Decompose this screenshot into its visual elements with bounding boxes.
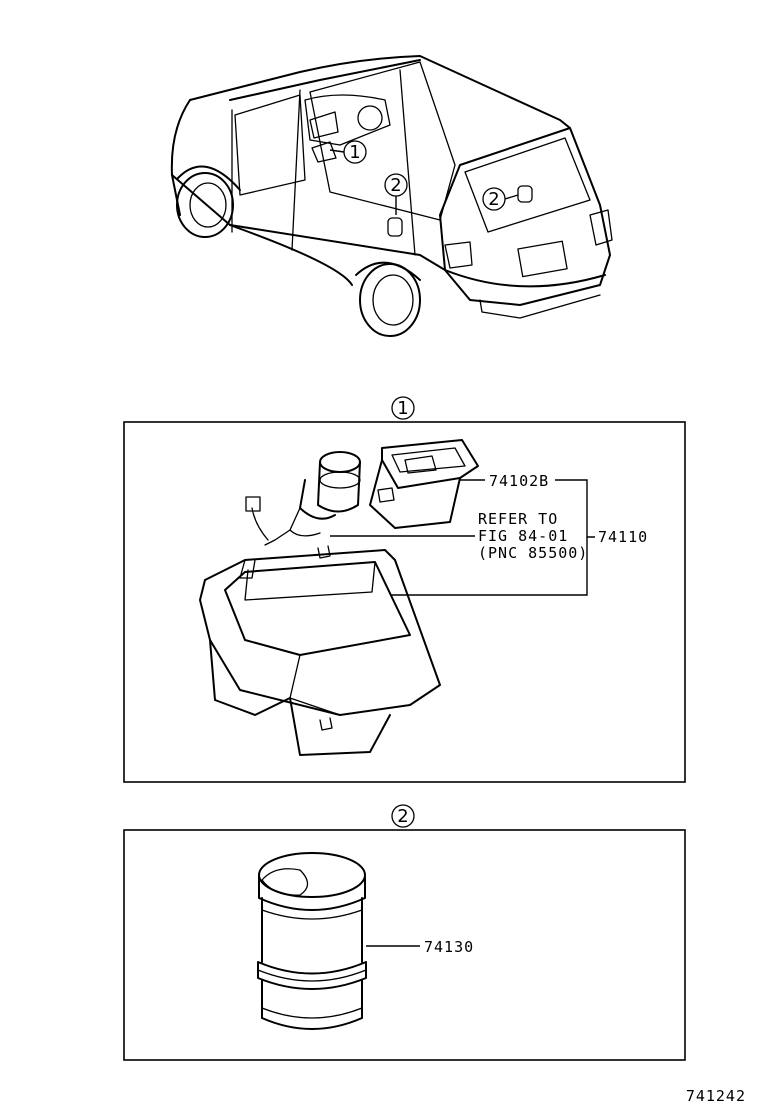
cigarette-lighter-illustration: [245, 451, 361, 546]
refer-fig-label: FIG 84-01: [478, 527, 568, 545]
vehicle-illustration: [170, 55, 613, 337]
figure-number: 741242: [686, 1087, 746, 1105]
part-number-74110: 74110: [598, 528, 648, 546]
svg-text:2: 2: [488, 189, 499, 210]
panel-2-callout: 2: [391, 804, 415, 828]
panel-2-frame: [123, 829, 686, 1061]
part-number-74130: 74130: [424, 938, 474, 956]
portable-ashtray-illustration: [257, 852, 367, 1030]
svg-text:2: 2: [390, 175, 401, 196]
ashtray-insert-illustration: [369, 439, 479, 529]
panel-1-callout: 1: [391, 396, 415, 420]
vehicle-callout-1: 1: [329, 140, 367, 164]
refer-pnc-label: (PNC 85500): [478, 544, 588, 562]
panel-1-frame: [123, 421, 686, 783]
svg-text:1: 1: [349, 142, 360, 163]
svg-text:1: 1: [397, 398, 408, 419]
vehicle-callout-2-side: 2: [384, 173, 408, 215]
vehicle-callout-2-rear: 2: [482, 187, 519, 211]
refer-to-label: REFER TO: [478, 510, 558, 528]
part-number-74102B: 74102B: [489, 472, 549, 490]
svg-text:2: 2: [397, 806, 408, 827]
panel-1-leaders: [330, 479, 595, 596]
console-housing-illustration: [199, 545, 441, 756]
